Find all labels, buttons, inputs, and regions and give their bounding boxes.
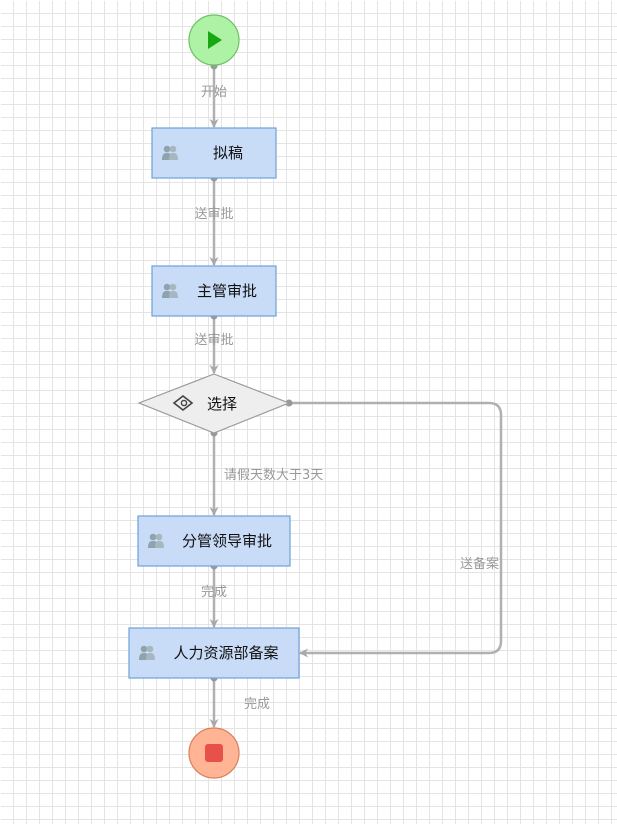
edge-hr-end[interactable]: 完成 [209, 674, 271, 728]
edge-supervisor-choice[interactable]: 送审批 [194, 312, 234, 374]
edge-start-draft[interactable]: 开始 [201, 62, 227, 128]
start-event[interactable] [188, 14, 240, 66]
edge-label: 送备案 [460, 556, 499, 572]
edge-label: 开始 [201, 85, 227, 100]
task-label: 分管领导审批 [182, 532, 272, 550]
end-event[interactable] [188, 727, 240, 779]
task-label: 拟稿 [213, 144, 243, 162]
gateway-label: 选择 [207, 395, 237, 413]
edge-label: 送审批 [194, 207, 233, 222]
play-icon [208, 31, 222, 49]
edge-label: 送审批 [194, 333, 233, 348]
gateway-icon [172, 394, 194, 412]
edge-leader-hr[interactable]: 完成 [201, 562, 227, 628]
edge-choice-leader[interactable]: 请假天数大于3天 [209, 429, 324, 516]
edge-label: 完成 [244, 697, 270, 712]
edge-choice-hr[interactable]: 送备案 [285, 399, 503, 658]
task-label: 人力资源部备案 [173, 644, 278, 662]
task-draft[interactable]: 拟稿 [151, 127, 277, 179]
edge-label: 完成 [201, 585, 227, 600]
stop-icon [205, 744, 223, 762]
task-leader[interactable]: 分管领导审批 [137, 515, 291, 567]
gateway-choice[interactable]: 选择 [137, 373, 291, 434]
task-supervisor[interactable]: 主管审批 [151, 265, 277, 317]
edge-label: 请假天数大于3天 [224, 468, 323, 483]
edge-draft-supervisor[interactable]: 送审批 [194, 174, 234, 266]
task-hr[interactable]: 人力资源部备案 [128, 627, 300, 679]
task-label: 主管审批 [197, 282, 257, 300]
